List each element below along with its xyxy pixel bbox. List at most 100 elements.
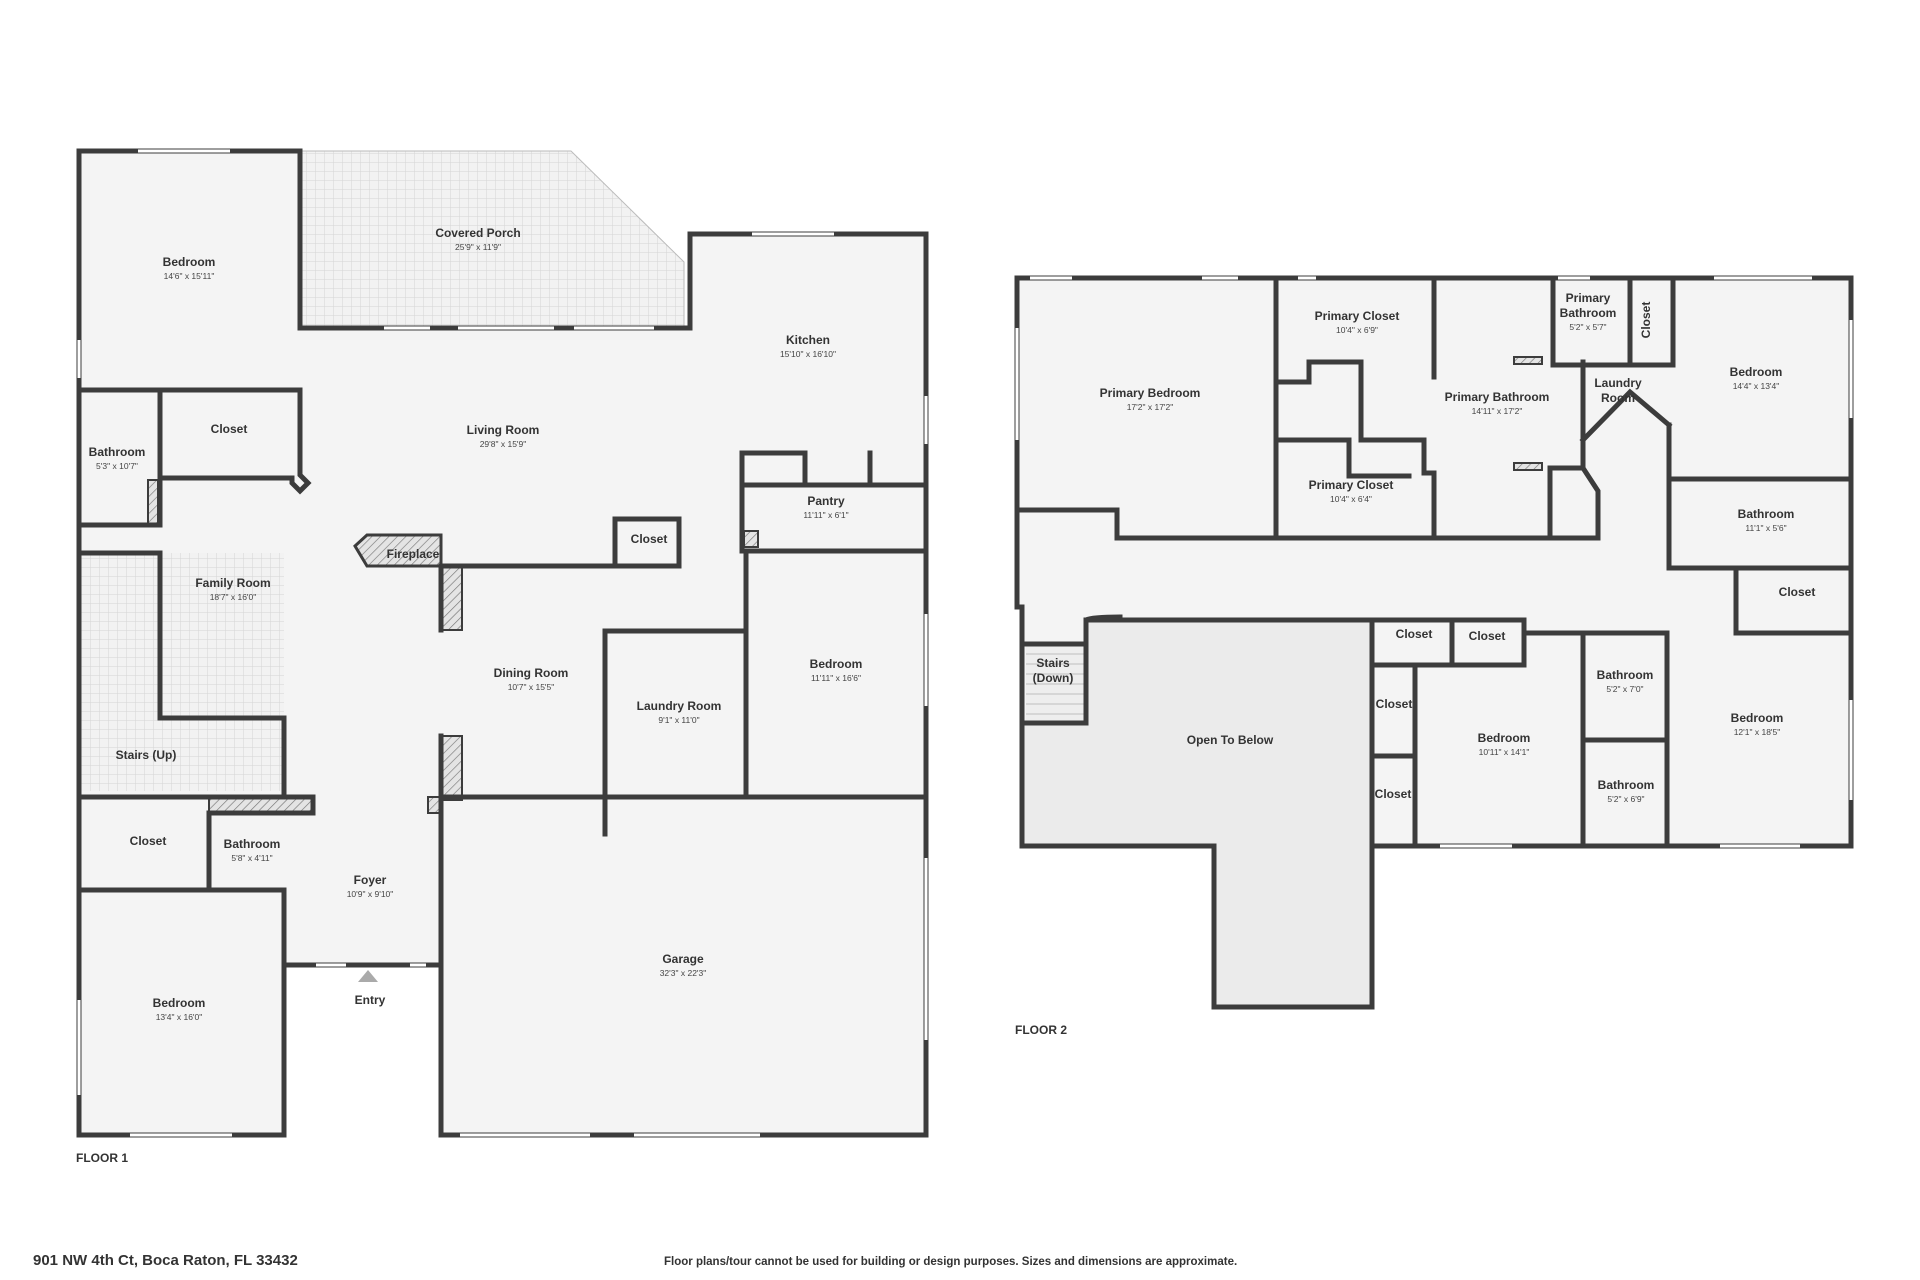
room-dimensions: 11'11" x 6'1" [803,510,848,520]
room-name: Bathroom [89,445,146,459]
f1-laundry-room-label: Laundry Room 9'1" x 11'0" [637,699,722,725]
f2-closet-a-label: Closet [1639,302,1653,339]
room-dimensions: 25'9" x 11'9" [455,242,501,252]
room-dimensions: 11'11" x 16'6" [811,673,861,683]
room-name: Closet [1376,697,1413,711]
windows-floor-1 [77,149,928,1137]
f1-pantry-label: Pantry 11'11" x 6'1" [803,494,848,520]
room-name: Covered Porch [435,226,520,240]
floor-1 [76,148,929,1138]
property-address: 901 NW 4th Ct, Boca Raton, FL 33432 [33,1252,298,1269]
room-dimensions: 12'1" x 18'5" [1734,727,1781,737]
room-name: Bathroom [1597,668,1654,682]
room-dimensions: 10'11" x 14'1" [1479,747,1530,757]
room-name: Open To Below [1187,733,1274,747]
room-name: Bathroom [1560,306,1617,320]
room-dimensions: 5'2" x 6'9" [1607,794,1644,804]
room-dimensions: 17'2" x 17'2" [1127,402,1174,412]
f2-bedroom-mid-label: Bedroom 10'11" x 14'1" [1478,731,1531,757]
room-dimensions: 5'2" x 5'7" [1569,322,1606,332]
room-dimensions: 14'6" x 15'11" [164,271,215,281]
room-name: Bedroom [1478,731,1531,745]
room-dimensions: 13'4" x 16'0" [156,1012,203,1022]
windows-floor-2 [1015,276,1853,848]
f1-kitchen-label: Kitchen 15'10" x 16'10" [780,333,836,359]
floor-2 [1014,275,1854,1010]
f2-closet-d-label: Closet [1469,629,1506,643]
floor-2-label: FLOOR 2 [1015,1023,1067,1037]
room-name: Kitchen [786,333,830,347]
entry-arrow-icon [358,970,378,982]
room-name: Pantry [807,494,845,508]
room-dimensions: 5'2" x 7'0" [1606,684,1643,694]
room-name: (Down) [1033,671,1074,685]
room-name: Stairs (Up) [116,748,177,762]
room-name: Closet [1469,629,1506,643]
room-name: Stairs [1036,656,1070,670]
room-name: Garage [662,952,704,966]
room-dimensions: 5'3" x 10'7" [96,461,138,471]
room-name: Closet [211,422,248,436]
room-name: Closet [631,532,668,546]
f2-bedroom-se-label: Bedroom 12'1" x 18'5" [1731,711,1784,737]
f2-primary-bedroom-label: Primary Bedroom 17'2" x 17'2" [1100,386,1201,412]
f2-closet-e-label: Closet [1376,697,1413,711]
room-name: Closet [1375,787,1412,801]
floor-1-label: FLOOR 1 [76,1151,128,1165]
room-name: Closet [1779,585,1816,599]
room-name: Bedroom [153,996,206,1010]
room-dimensions: 15'10" x 16'10" [780,349,836,359]
f1-closet-2-label: Closet [631,532,668,546]
room-name: Bedroom [1731,711,1784,725]
room-name: Primary Bathroom [1445,390,1550,404]
f1-dining-room-label: Dining Room 10'7" x 15'5" [494,666,569,692]
f1-closet-1-label: Closet [211,422,248,436]
room-name: Bedroom [810,657,863,671]
room-dimensions: 5'8" x 4'11" [231,853,272,863]
f2-closet-c-label: Closet [1396,627,1433,641]
room-dimensions: 9'1" x 11'0" [658,715,699,725]
f1-covered-porch-label: Covered Porch 25'9" x 11'9" [435,226,520,252]
disclaimer-text: Floor plans/tour cannot be used for buil… [664,1256,1238,1268]
room-name: Fireplace [387,547,440,561]
room-name: Primary Closet [1309,478,1394,492]
room-name: Primary Bedroom [1100,386,1201,400]
room-name: Primary Closet [1315,309,1400,323]
f2-primary-closet-2-label: Primary Closet 10'4" x 6'4" [1309,478,1394,504]
room-name: Closet [1639,302,1653,339]
room-dimensions: 10'4" x 6'4" [1330,494,1372,504]
room-name: Bathroom [1598,778,1655,792]
f2-bathroom-2-label: Bathroom 5'2" x 6'9" [1598,778,1655,804]
f1-bedroom-e-label: Bedroom 11'11" x 16'6" [810,657,863,683]
room-dimensions: 10'7" x 15'5" [508,682,555,692]
f2-closet-b-label: Closet [1779,585,1816,599]
f1-foyer-label: Foyer 10'9" x 9'10" [347,873,394,899]
room-name: Laundry [1594,376,1642,390]
f2-stairs-down-label: Stairs(Down) [1033,656,1074,685]
room-dimensions: 14'4" x 13'4" [1733,381,1780,391]
f1-fireplace-label: Fireplace [387,547,440,561]
room-dimensions: 18'7" x 16'0" [210,592,257,602]
room-name: Laundry Room [637,699,722,713]
room-dimensions: 10'4" x 6'9" [1336,325,1378,335]
stairs-up-area [80,553,284,791]
room-name: Closet [130,834,167,848]
room-dimensions: 29'8" x 15'9" [480,439,527,449]
room-name: Bedroom [163,255,216,269]
open-to-below-area [1022,620,1372,1007]
room-name: Closet [1396,627,1433,641]
room-dimensions: 10'9" x 9'10" [347,889,394,899]
room-name: Foyer [354,873,387,887]
room-name: Dining Room [494,666,569,680]
f2-open-to-below-label: Open To Below [1187,733,1274,747]
f1-bathroom-w-label: Bathroom 5'3" x 10'7" [89,445,146,471]
fireplace-hearth [353,533,443,568]
